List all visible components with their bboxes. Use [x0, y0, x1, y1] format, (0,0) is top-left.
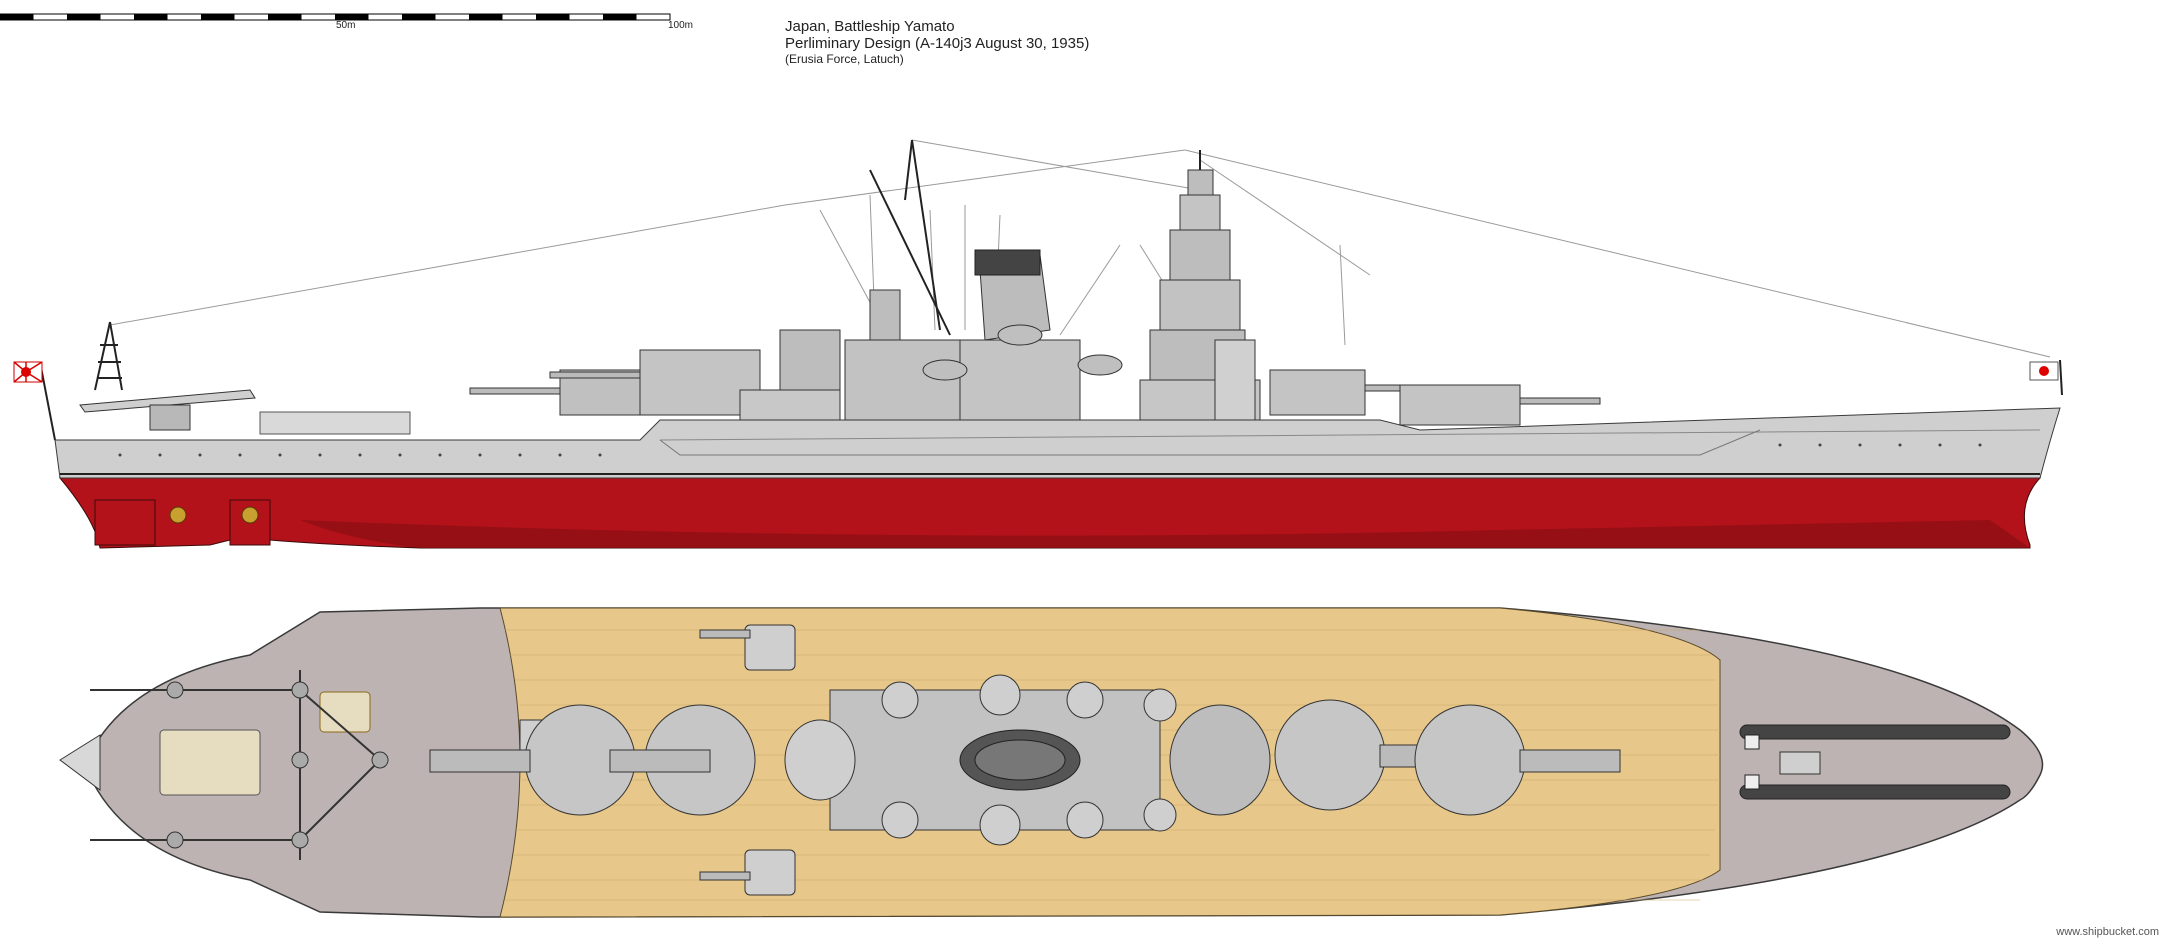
aft-superstructure	[739, 289, 976, 421]
main-mast	[869, 139, 951, 336]
stern-deck-equipment	[59, 670, 389, 860]
shipbucket-credit: www.shipbucket.com	[2056, 926, 2159, 938]
funnel	[959, 249, 1081, 421]
title-design: Perliminary Design (A-140j3 August 30, 1…	[785, 35, 1090, 53]
title-author: (Erusia Force, Latuch)	[785, 51, 904, 66]
title-block: Japan, Battleship Yamato Perliminary Des…	[785, 18, 1089, 66]
propellers	[94, 499, 271, 546]
rigging-lines	[109, 139, 2051, 358]
top-secondary-mounts	[699, 624, 796, 896]
top-turret-x	[609, 704, 756, 816]
hinomaru-flag-icon	[2029, 359, 2063, 396]
stern-mast	[94, 321, 123, 391]
scale-label-100m: 100m	[668, 20, 694, 31]
rising-sun-flag-icon	[13, 361, 56, 441]
scale-bar	[0, 13, 671, 21]
top-turret-y	[429, 704, 636, 816]
bridge-tower	[1139, 150, 1261, 421]
upper-hull-gray	[54, 407, 2061, 479]
bow-anchor-chains	[1739, 724, 2011, 800]
top-view	[59, 607, 2044, 918]
belt-outline	[659, 429, 1761, 456]
top-superstructure	[784, 674, 1271, 846]
top-turret-a	[1414, 704, 1621, 816]
scale-bar-segments	[0, 14, 637, 20]
fwd-turret-a	[1399, 384, 1601, 426]
armor-belt-line	[659, 429, 2041, 441]
lower-hull-shadow	[300, 520, 2030, 548]
title-ship-name: Japan, Battleship Yamato	[785, 18, 955, 35]
scale-label-50m: 50m	[336, 20, 356, 31]
aircraft-crane	[79, 389, 411, 435]
porthole-row	[118, 443, 1982, 457]
side-profile	[13, 139, 2063, 549]
